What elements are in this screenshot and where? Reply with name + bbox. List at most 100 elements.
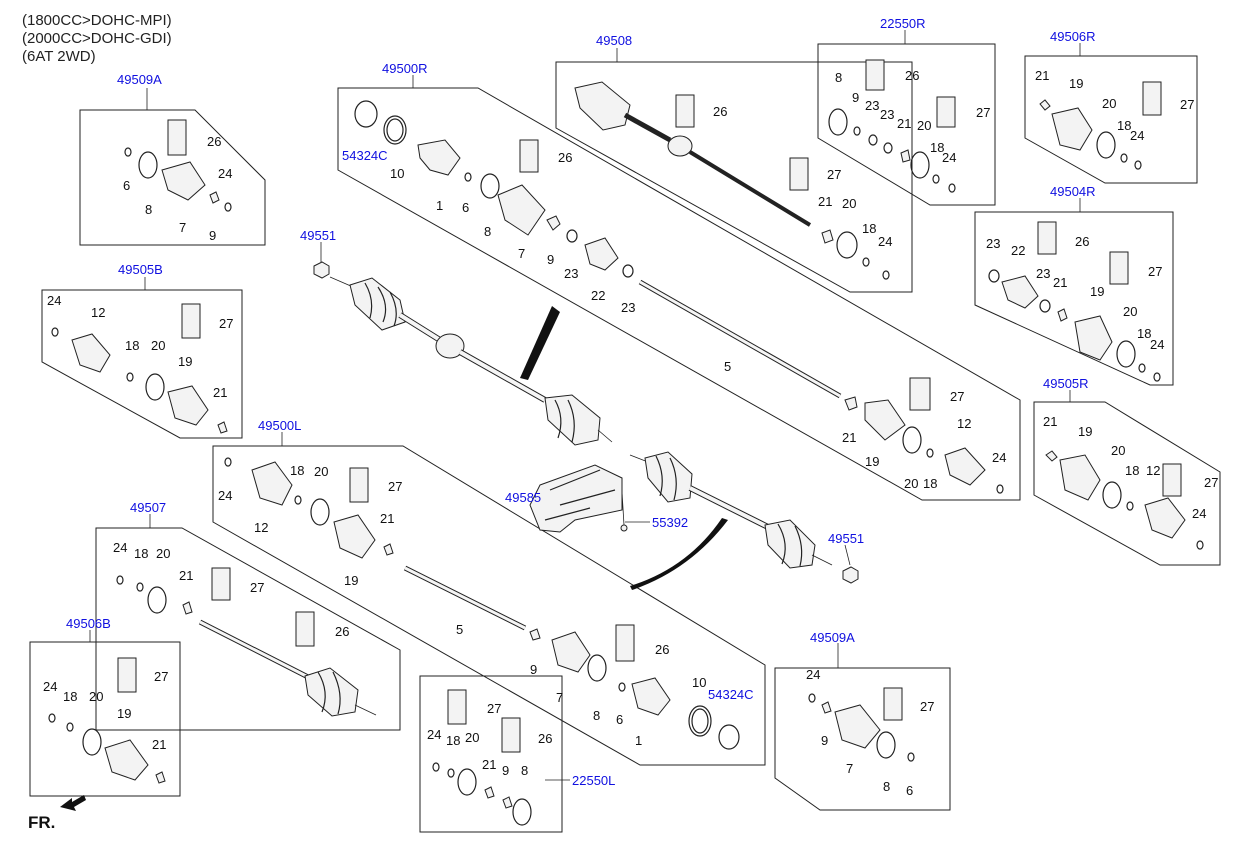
group-49505B	[41, 289, 243, 439]
pn-22: 22	[591, 288, 605, 303]
pn-23: 23	[1036, 266, 1050, 281]
pn-19: 19	[1078, 424, 1092, 439]
pn-18: 18	[134, 546, 148, 561]
label-49505B[interactable]: 49505B	[118, 262, 163, 277]
pn-20: 20	[904, 476, 918, 491]
pn-23: 23	[986, 236, 1000, 251]
pn-5: 5	[724, 359, 731, 374]
label-49506B[interactable]: 49506B	[66, 616, 111, 631]
pn-12: 12	[957, 416, 971, 431]
pn-19: 19	[1069, 76, 1083, 91]
pn-21: 21	[380, 511, 394, 526]
pn-18: 18	[125, 338, 139, 353]
group-49508	[555, 61, 913, 293]
label-55392[interactable]: 55392	[652, 515, 688, 530]
pn-21: 21	[213, 385, 227, 400]
label-49509A-bot[interactable]: 49509A	[810, 630, 855, 645]
group-49505R	[1033, 401, 1221, 566]
group-49506R	[1024, 55, 1198, 184]
pn-21: 21	[1043, 414, 1057, 429]
group-49509A-top	[79, 109, 266, 246]
pn-27: 27	[976, 105, 990, 120]
pn-9: 9	[821, 733, 828, 748]
pn-26: 26	[538, 731, 552, 746]
pn-27: 27	[154, 669, 168, 684]
pn-27: 27	[920, 699, 934, 714]
pn-19: 19	[117, 706, 131, 721]
pn-24: 24	[218, 488, 232, 503]
pn-18: 18	[1125, 463, 1139, 478]
label-49507[interactable]: 49507	[130, 500, 166, 515]
pn-27: 27	[950, 389, 964, 404]
pn-27: 27	[219, 316, 233, 331]
pn-19: 19	[344, 573, 358, 588]
label-49504R[interactable]: 49504R	[1050, 184, 1096, 199]
pn-8: 8	[883, 779, 890, 794]
pn-20: 20	[1111, 443, 1125, 458]
label-22550R[interactable]: 22550R	[880, 16, 926, 31]
pn-24: 24	[942, 150, 956, 165]
label-22550L[interactable]: 22550L	[572, 773, 615, 788]
label-49500L[interactable]: 49500L	[258, 418, 301, 433]
pn-20: 20	[465, 730, 479, 745]
group-49500L	[212, 445, 766, 766]
label-49585[interactable]: 49585	[505, 490, 541, 505]
group-49500R	[337, 87, 1021, 501]
label-54324C-bot[interactable]: 54324C	[708, 687, 754, 702]
pn-18: 18	[1117, 118, 1131, 133]
pn-21: 21	[152, 737, 166, 752]
pn-27: 27	[487, 701, 501, 716]
pn-18: 18	[290, 463, 304, 478]
label-49508[interactable]: 49508	[596, 33, 632, 48]
pn-6: 6	[123, 178, 130, 193]
pn-24: 24	[992, 450, 1006, 465]
pn-27: 27	[827, 167, 841, 182]
pn-20: 20	[842, 196, 856, 211]
label-49509A-top[interactable]: 49509A	[117, 72, 162, 87]
pn-21: 21	[1035, 68, 1049, 83]
pn-6: 6	[906, 783, 913, 798]
engine-note-2: (2000CC>DOHC-GDI)	[22, 30, 172, 47]
pn-26: 26	[207, 134, 221, 149]
group-49504R	[974, 211, 1174, 386]
pn-26: 26	[1075, 234, 1089, 249]
pn-12: 12	[1146, 463, 1160, 478]
transmission-note: (6AT 2WD)	[22, 48, 96, 65]
pn-19: 19	[865, 454, 879, 469]
front-direction-label: FR.	[28, 813, 55, 832]
label-54324C-top[interactable]: 54324C	[342, 148, 388, 163]
label-49500R[interactable]: 49500R	[382, 61, 428, 76]
pn-23: 23	[880, 107, 894, 122]
pn-27: 27	[250, 580, 264, 595]
pn-1: 1	[436, 198, 443, 213]
pn-24: 24	[427, 727, 441, 742]
label-49505R[interactable]: 49505R	[1043, 376, 1089, 391]
group-49507	[95, 527, 401, 731]
pn-27: 27	[1180, 97, 1194, 112]
pn-24: 24	[1150, 337, 1164, 352]
pn-5: 5	[456, 622, 463, 637]
pn-7: 7	[179, 220, 186, 235]
pn-27: 27	[1148, 264, 1162, 279]
pn-9: 9	[209, 228, 216, 243]
pn-21: 21	[842, 430, 856, 445]
pn-24: 24	[806, 667, 820, 682]
shaft-49508	[574, 81, 812, 227]
pn-9: 9	[852, 90, 859, 105]
pn-23: 23	[621, 300, 635, 315]
pn-8: 8	[484, 224, 491, 239]
pn-23: 23	[865, 98, 879, 113]
pn-27: 27	[388, 479, 402, 494]
pn-6: 6	[616, 712, 623, 727]
label-49506R[interactable]: 49506R	[1050, 29, 1096, 44]
pn-9: 9	[530, 662, 537, 677]
engine-note-1: (1800CC>DOHC-MPI)	[22, 12, 172, 29]
label-49551-top[interactable]: 49551	[300, 228, 336, 243]
nut-49551-bot	[842, 566, 859, 584]
label-49551-bot[interactable]: 49551	[828, 531, 864, 546]
pn-24: 24	[47, 293, 61, 308]
pn-22: 22	[1011, 243, 1025, 258]
pn-18: 18	[1137, 326, 1151, 341]
pn-26: 26	[558, 150, 572, 165]
left-drive-shaft	[629, 451, 833, 590]
